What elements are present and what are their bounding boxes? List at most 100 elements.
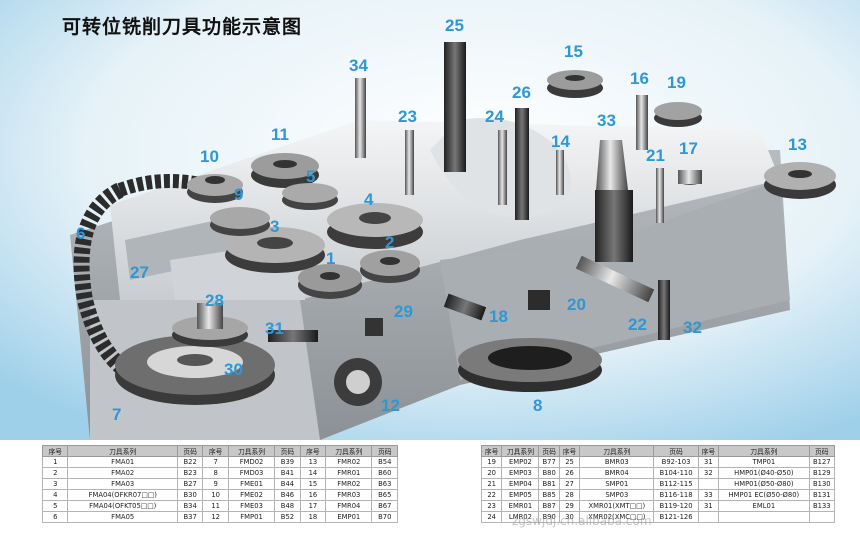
callout-10: 10 [200, 147, 219, 166]
table-cell: TMP01 [718, 456, 810, 468]
table-cell: EMP04 [501, 478, 540, 490]
table-cell: XMR02(XMC□□) [579, 511, 655, 523]
table-cell: EMP01 [325, 511, 373, 523]
table-cell: EMP02 [501, 456, 540, 468]
table-cell: 2 [41, 467, 69, 479]
table-cell: B85 [538, 489, 560, 501]
table-cell: 25 [558, 456, 581, 468]
face-mill-7 [115, 335, 275, 405]
header-cell: 页码 [538, 445, 560, 457]
header-cell: 刀具系列 [67, 445, 178, 457]
table-cell: B129 [808, 467, 836, 479]
diagram-title: 可转位铣削刀具功能示意图 [62, 16, 303, 38]
table-cell: B44 [274, 478, 301, 490]
callout-14: 14 [551, 132, 570, 151]
table-cell: B23 [176, 467, 204, 479]
callout-1: 1 [326, 249, 335, 268]
table-cell: 24 [480, 511, 503, 523]
chain-cutter-6 [73, 182, 144, 388]
watermark: zgswjdj.cn.alibaba.com [512, 514, 652, 528]
callout-8: 8 [533, 396, 542, 415]
table-cell: B65 [371, 489, 398, 501]
table-cell: B46 [274, 489, 301, 501]
table-cell [697, 478, 720, 490]
table-cell: EML01 [718, 500, 810, 512]
table-cell: FMP01 [227, 511, 276, 523]
table-cell: 32 [697, 467, 720, 479]
table-cell: FMR02 [325, 478, 373, 490]
callout-31: 31 [265, 319, 284, 338]
table-cell: 19 [480, 456, 503, 468]
table-cell: FMA05 [67, 511, 178, 523]
table-cell: B48 [274, 500, 301, 512]
header-cell: 刀具系列 [325, 445, 373, 457]
table-cell: FMD03 [227, 467, 276, 479]
table-cell: 20 [480, 467, 503, 479]
table-cell: B130 [808, 478, 836, 490]
callout-18: 18 [489, 307, 508, 326]
table-cell: B22 [176, 456, 204, 468]
table-cell: B131 [808, 489, 836, 501]
header-cell: 页码 [371, 445, 398, 457]
table-cell: 18 [299, 511, 327, 523]
table-cell: B119-120 [653, 500, 699, 512]
table-cell: 21 [480, 478, 503, 490]
table-cell: 12 [202, 511, 229, 523]
table-cell: 4 [41, 489, 69, 501]
table-cell [718, 511, 810, 523]
callout-12: 12 [381, 396, 400, 415]
table-cell: 5 [41, 500, 69, 512]
table-cell: B41 [274, 467, 301, 479]
table-cell: 16 [299, 489, 327, 501]
table-cell: 8 [202, 467, 229, 479]
callout-23: 23 [398, 107, 417, 126]
callout-3: 3 [270, 217, 279, 236]
table-cell: FMA01 [67, 456, 178, 468]
table-cell: FME02 [227, 489, 276, 501]
callout-29: 29 [394, 302, 413, 321]
header-cell: 页码 [274, 445, 301, 457]
callout-19: 19 [667, 73, 686, 92]
header-cell: 页码 [176, 445, 204, 457]
table-cell: 13 [299, 456, 327, 468]
callout-4: 4 [364, 190, 374, 209]
end-mills [268, 42, 670, 342]
table-cell: B52 [274, 511, 301, 523]
callout-25: 25 [445, 16, 464, 35]
callout-20: 20 [567, 295, 586, 314]
callout-6: 6 [76, 224, 85, 243]
table-cell: FMA03 [67, 478, 178, 490]
table-cell: 22 [480, 489, 503, 501]
table-cell: HMP01 EC(Ø50-Ø80) [718, 489, 810, 501]
table-header-row: 序号 刀具系列 页码 序号 刀具系列 页码 序号 刀具系列 页码 [480, 445, 836, 457]
callout-11: 11 [271, 125, 289, 144]
header-cell: 序号 [299, 445, 327, 457]
table-cell: 11 [202, 500, 229, 512]
callout-7: 7 [112, 405, 121, 424]
table-cell: B112-115 [653, 478, 699, 490]
table-cell [697, 511, 720, 523]
disc-cutters [172, 70, 836, 406]
table-cell: B92-103 [653, 456, 699, 468]
callout-15: 15 [564, 42, 583, 61]
callout-30: 30 [224, 360, 243, 379]
callout-22: 22 [628, 315, 647, 334]
table-cell: B63 [371, 478, 398, 490]
table-cell: 28 [558, 489, 581, 501]
table-cell: 15 [299, 478, 327, 490]
table-cell: 3 [41, 478, 69, 490]
table-cell: B37 [176, 511, 204, 523]
table-cell: B27 [176, 478, 204, 490]
table-cell: B81 [538, 478, 560, 490]
table-cell: XMR01(XMT□□) [579, 500, 655, 512]
table-cell: SMP03 [579, 489, 655, 501]
